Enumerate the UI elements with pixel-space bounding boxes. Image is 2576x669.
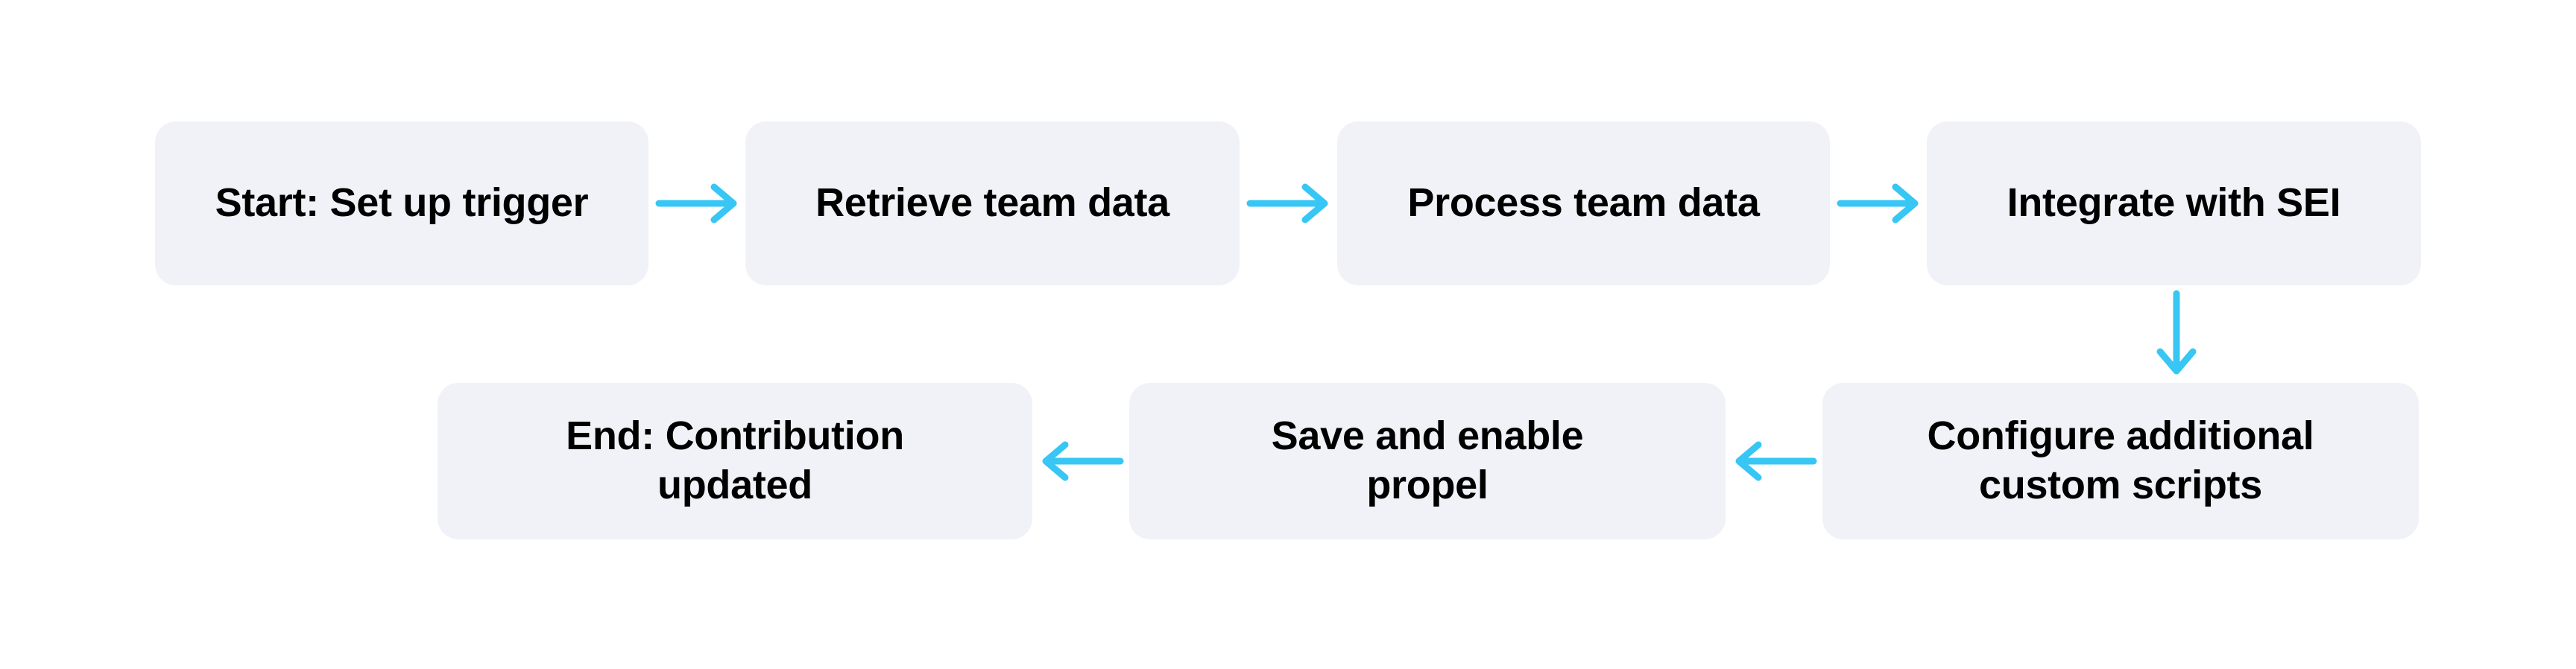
arrow-right-retrieve-to-process	[1246, 183, 1328, 223]
arrow-left-save-to-end	[1042, 441, 1124, 481]
flow-node-configure-label: Configure additional custom scripts	[1927, 413, 2314, 507]
arrow-down-integrate-to-configure	[2156, 290, 2197, 375]
arrow-head	[1892, 183, 1919, 223]
arrow-right-process-to-integrate	[1837, 183, 1919, 223]
flow-node-process-team-data[interactable]: Process team data	[1337, 121, 1830, 285]
flow-node-retrieve-label: Retrieve team data	[815, 180, 1169, 226]
flow-node-integrate-with-sei[interactable]: Integrate with SEI	[1927, 121, 2421, 285]
flow-node-retrieve-team-data[interactable]: Retrieve team data	[745, 121, 1240, 285]
flow-node-end-label: End: Contribution updated	[566, 413, 904, 507]
flow-node-save-and-enable-propel[interactable]: Save and enable propel	[1129, 383, 1726, 539]
flow-node-save-label: Save and enable propel	[1271, 413, 1584, 507]
flow-node-process-label: Process team data	[1407, 180, 1760, 226]
arrow-right-start-to-retrieve	[655, 183, 737, 223]
arrow-head	[2156, 348, 2197, 375]
flow-node-start[interactable]: Start: Set up trigger	[155, 121, 648, 285]
arrow-left-configure-to-save	[1735, 441, 1817, 481]
flow-node-integrate-label: Integrate with SEI	[2007, 180, 2341, 226]
flow-node-start-label: Start: Set up trigger	[215, 180, 589, 226]
arrow-head	[1735, 441, 1762, 481]
arrow-head	[1042, 441, 1069, 481]
flow-node-end-contribution-updated[interactable]: End: Contribution updated	[438, 383, 1032, 539]
arrow-head	[1301, 183, 1328, 223]
flow-node-configure-custom-scripts[interactable]: Configure additional custom scripts	[1822, 383, 2419, 539]
arrow-head	[710, 183, 737, 223]
